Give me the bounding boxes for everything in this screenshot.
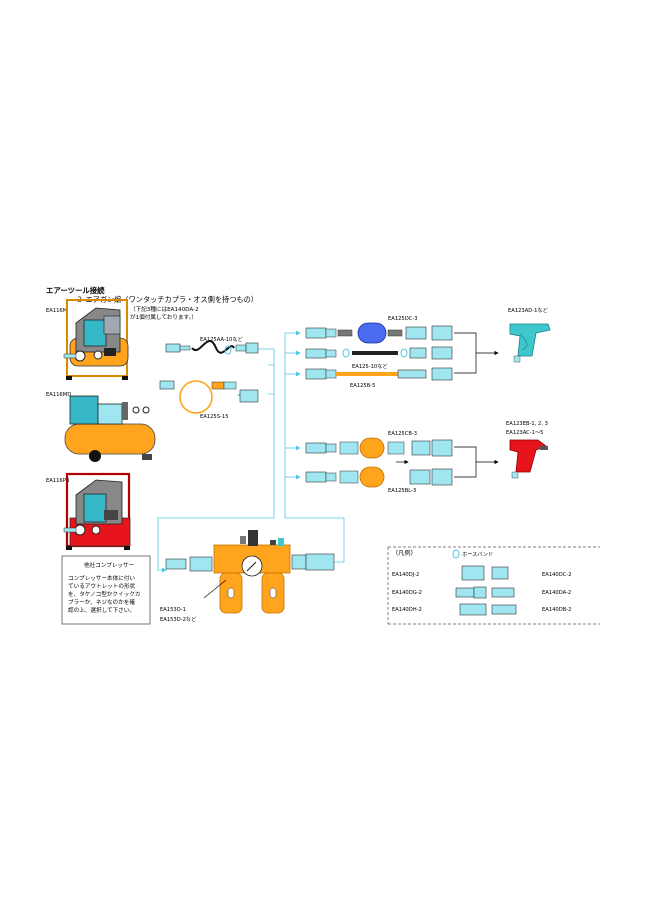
gun-label-ea123ad: EA123AD-1など: [508, 306, 549, 314]
other-compressor-note-line: プラーか、ネジなのかを確: [68, 598, 135, 606]
hose-row-bl: [305, 466, 453, 488]
legend-title: （凡例）: [392, 549, 417, 557]
other-compressor-note-line: ているアウトレットの形状: [68, 582, 136, 590]
hose-label-ea125b: EA125B-5: [350, 383, 375, 389]
hose-row-ten: [305, 346, 453, 360]
regulator-label-line1: EA153D-1: [160, 607, 186, 613]
legend-item-label: EA140DJ-2: [392, 572, 419, 578]
other-compressor-note-box: 他社コンプレッサー コンプレッサー本体に付い ているアウトレットの形状 を、タケ…: [61, 555, 151, 625]
regulator-unit: [165, 530, 335, 614]
gun-label-ea123eb: EA123EB-1, 2, 3: [506, 421, 548, 427]
hose-label-ea125cb: EA125CB-3: [388, 431, 417, 437]
included-note-line2: が1個付属しております。）: [130, 313, 197, 321]
legend-item-label: EA140DC-2: [542, 572, 572, 578]
red-air-gun: [509, 439, 548, 479]
hose-label-ea125s: EA125S-15: [200, 414, 229, 420]
other-compressor-note-line: を、タケノコ型かクイックカ: [68, 590, 140, 598]
compressor-label-ea116pb: EA116PB: [46, 478, 70, 484]
compressor-ea116m-illustration: [63, 299, 129, 380]
diagram-title: エアーツール接続: [46, 286, 105, 295]
blue-air-gun: [509, 323, 551, 363]
hose-label-ea125bl: EA125BL-3: [388, 488, 416, 494]
hose-row-b: [305, 367, 453, 381]
hose-row-dc: [305, 322, 453, 344]
legend-item-label: EA140DB-2: [542, 607, 571, 613]
other-compressor-note-line: コンプレッサー本体に付い: [68, 574, 135, 582]
included-note-line1: （下記3種にはEA140DA-2: [130, 305, 199, 313]
diagram-subtitle: ３ エアガン編（ワンタッチカプラ・オス側を持つもの）: [76, 295, 258, 304]
gun-label-ea123ac: EA123AC-1～5: [506, 430, 543, 436]
other-compressor-note-line: 認の上、選択して下さい。: [68, 606, 135, 614]
gun-connection-lines: [396, 332, 499, 478]
compressor-label-ea116m: EA116M: [46, 308, 67, 314]
legend-item-label: EA140DG-2: [392, 590, 422, 596]
legend-item-label: EA140DH-2: [392, 607, 422, 613]
compressor-label-ea116md: EA116MD: [46, 392, 71, 398]
compressor-ea116pb-illustration: [63, 472, 131, 550]
regulator-label-line2: EA153D-2など: [160, 615, 197, 623]
hose-band-icon: [452, 549, 460, 559]
legend-item-label: EA140DA-2: [542, 590, 571, 596]
compressor-ea116md-illustration: [64, 395, 156, 462]
legend-box: （凡例） ホースバンド EA140DJ-2 EA140DC-2 EA140DG-…: [387, 546, 600, 625]
input-hose-group: [159, 340, 259, 414]
hose-label-ea125dc: EA125DC-3: [388, 316, 418, 322]
hose-label-ea125aa: EA125AA-10など: [200, 335, 244, 343]
hose-row-cb: [305, 437, 453, 459]
other-compressor-title: 他社コンプレッサー: [84, 561, 135, 569]
legend-hose-band-label: ホースバンド: [462, 551, 493, 558]
hose-label-ea125-10: EA125-10など: [352, 362, 388, 370]
